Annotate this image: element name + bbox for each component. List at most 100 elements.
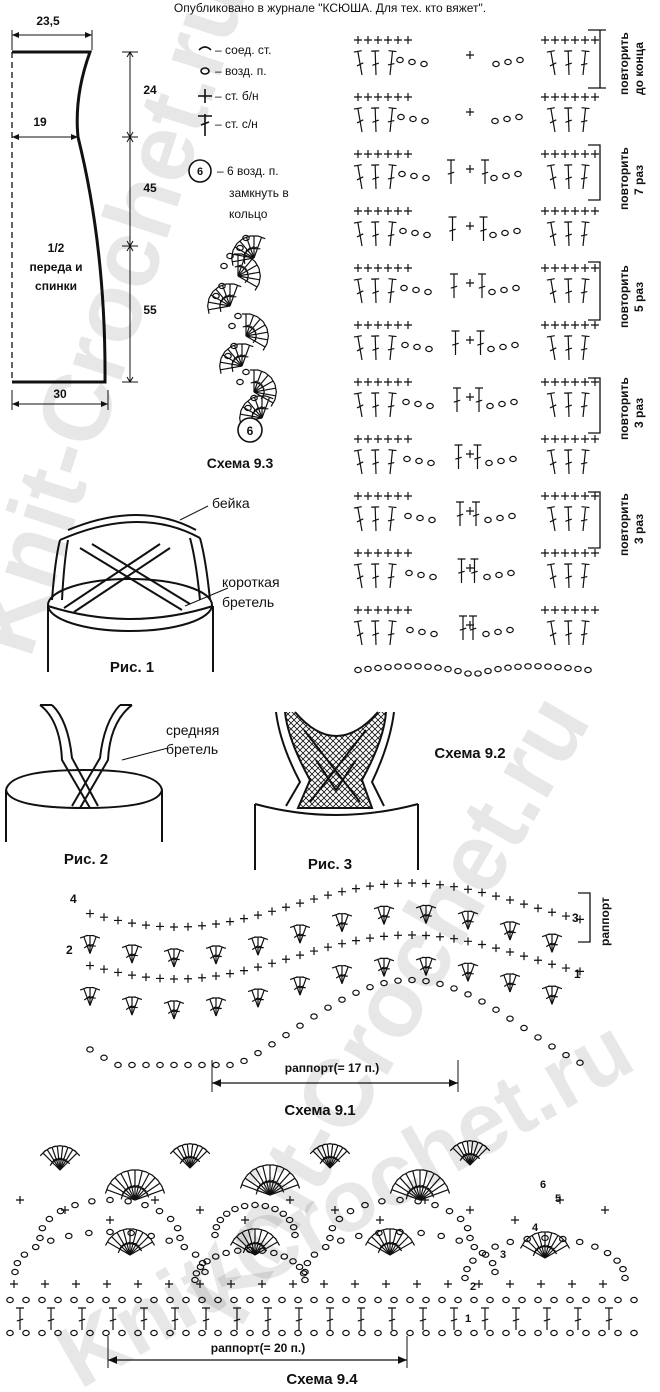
- sc-symbol: [384, 264, 392, 272]
- sc-symbol: [576, 967, 584, 976]
- dc-symbol: [264, 1307, 272, 1330]
- sc-symbol: [541, 435, 549, 443]
- chain-symbol: [495, 571, 503, 579]
- sc-symbol: [581, 378, 589, 386]
- sc-symbol: [384, 93, 392, 101]
- schema-9-1-side-label: раппорт: [598, 897, 612, 946]
- chain-symbol: [513, 227, 521, 235]
- chain-symbol: [271, 1205, 279, 1213]
- ring-icon: [188, 159, 212, 183]
- dc-symbol: [353, 50, 364, 76]
- dc-symbol: [299, 924, 311, 944]
- sc-symbol: [591, 435, 599, 443]
- sc-symbol: [16, 1196, 24, 1204]
- dc-symbol: [202, 1307, 210, 1330]
- sc-symbol: [581, 150, 589, 158]
- dc-symbol: [551, 933, 563, 953]
- schema-9-1-row-2: 2: [66, 943, 73, 957]
- sc-symbol: [86, 909, 94, 918]
- chain-symbol: [486, 1329, 494, 1337]
- sc-symbol: [537, 1280, 545, 1288]
- chain-symbol: [491, 1243, 499, 1250]
- chain-symbol: [489, 231, 497, 239]
- sc-symbol: [184, 974, 192, 983]
- sc-symbol: [404, 207, 412, 215]
- chain-symbol: [352, 989, 360, 996]
- dc-symbol: [574, 1307, 582, 1330]
- sc-symbol: [268, 907, 276, 916]
- dc-symbol: [475, 387, 483, 412]
- sc-symbol: [331, 1206, 339, 1214]
- dc-symbol: [131, 996, 143, 1016]
- dc-symbol: [121, 996, 133, 1016]
- chain-symbol: [270, 1249, 278, 1257]
- dc-symbol: [341, 912, 353, 932]
- chain-symbol: [582, 1296, 590, 1304]
- chain-symbol: [576, 1059, 584, 1066]
- sc-symbol: [576, 915, 584, 924]
- dc-symbol: [229, 283, 242, 307]
- dc-symbol: [242, 313, 250, 336]
- schema-9-3-ring-number: 6: [247, 424, 254, 438]
- dc-symbol: [269, 1169, 294, 1196]
- dc-symbol: [546, 278, 557, 304]
- fig1-strap-label-2: бретель: [222, 594, 274, 610]
- chain-symbol: [421, 117, 429, 125]
- sc-symbol: [394, 207, 402, 215]
- dc-symbol: [580, 278, 590, 304]
- chain-symbol: [408, 58, 416, 66]
- dc-symbol: [129, 1228, 141, 1256]
- schema-9-1-rapport: раппорт(= 17 п.): [285, 1061, 379, 1075]
- dc-symbol: [253, 391, 277, 400]
- dc-symbol: [416, 1169, 424, 1200]
- dc-symbol: [134, 1169, 147, 1201]
- dc-symbol: [218, 283, 231, 307]
- sc-symbol: [478, 940, 486, 949]
- chain-symbol: [354, 666, 362, 674]
- chain-symbol: [496, 514, 504, 522]
- sc-symbol: [561, 435, 569, 443]
- dc-symbol: [257, 988, 269, 1008]
- dc-symbol: [331, 912, 343, 932]
- sc-symbol: [354, 606, 362, 614]
- chain-symbol: [222, 1249, 230, 1257]
- chain-symbol: [218, 282, 226, 290]
- chain-symbol: [150, 1329, 158, 1337]
- dc-symbol: [512, 1307, 520, 1330]
- chain-symbol: [250, 394, 258, 402]
- sc-symbol: [240, 966, 248, 975]
- chain-symbol: [310, 1251, 319, 1258]
- svg-text:5 раз: 5 раз: [632, 282, 646, 312]
- chain-symbol: [494, 665, 502, 673]
- dc-symbol: [564, 506, 573, 532]
- sc-symbol: [466, 336, 474, 344]
- sc-symbol: [364, 492, 372, 500]
- schema-9-1-chart: [79, 879, 584, 1069]
- dc-symbol: [457, 558, 466, 583]
- sc-symbol: [520, 952, 528, 961]
- chain-symbol: [548, 1043, 556, 1050]
- chain-symbol: [470, 1329, 478, 1337]
- chain-symbol: [106, 1228, 114, 1236]
- dc-symbol: [254, 1238, 281, 1256]
- chain-symbol: [211, 1231, 219, 1239]
- svg-text:2: 2: [470, 1281, 476, 1293]
- chain-symbol: [422, 977, 430, 985]
- dc-symbol: [371, 620, 380, 646]
- sc-symbol: [581, 492, 589, 500]
- dc-symbol: [134, 1174, 159, 1201]
- sc-symbol: [254, 911, 262, 920]
- chain-symbol: [299, 1270, 308, 1277]
- dc-symbol: [580, 164, 590, 190]
- chain-symbol: [366, 983, 374, 991]
- dc-symbol: [564, 449, 573, 475]
- chain-symbol: [85, 1229, 93, 1237]
- chain-symbol: [412, 286, 420, 294]
- chain-symbol: [434, 664, 442, 671]
- dc-symbol: [134, 1185, 166, 1201]
- sc-symbol: [364, 93, 372, 101]
- chain-symbol: [464, 991, 472, 998]
- dc-symbol: [473, 444, 482, 469]
- sc-symbol: [114, 916, 122, 925]
- dc-symbol: [163, 1000, 175, 1020]
